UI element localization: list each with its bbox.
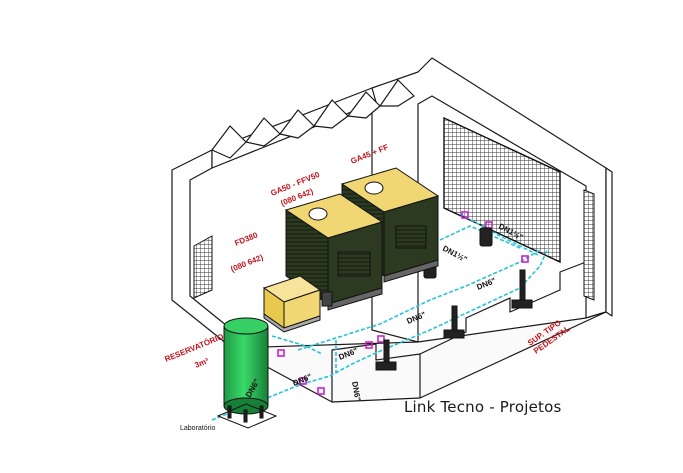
building-shell — [171, 57, 613, 403]
pedestal-support — [443, 305, 465, 339]
left-wall-grating — [193, 235, 213, 299]
label-laboratorio: Laboratório — [180, 425, 216, 432]
label-fd380-code: (080 642) — [229, 253, 264, 274]
right-wall-thickness — [605, 167, 613, 317]
front-low-wall — [331, 343, 421, 402]
credit-text: Link Tecno - Projetos — [404, 398, 562, 416]
label-dn1-1-2-mid: DN1½" — [441, 244, 469, 264]
pedestal-support — [375, 339, 397, 371]
label-reservoir-volume: 3m³ — [193, 356, 210, 370]
compressed-air-piping — [211, 213, 549, 421]
label-dn6-vertical: DN6" — [350, 381, 362, 402]
side-vent-grating — [583, 189, 595, 301]
roof-skylights — [211, 79, 415, 159]
pedestal-support — [511, 269, 533, 309]
dryer-fd380 — [262, 275, 333, 333]
front-low-wall-right — [419, 261, 587, 355]
label-reservoir: RESERVATÓRIO — [163, 332, 224, 364]
air-reservoir-tank — [216, 317, 278, 429]
wall-louver-grating — [443, 116, 561, 264]
label-dn6-right: DN6" — [475, 276, 497, 292]
label-fd380: FD380 — [233, 230, 259, 248]
